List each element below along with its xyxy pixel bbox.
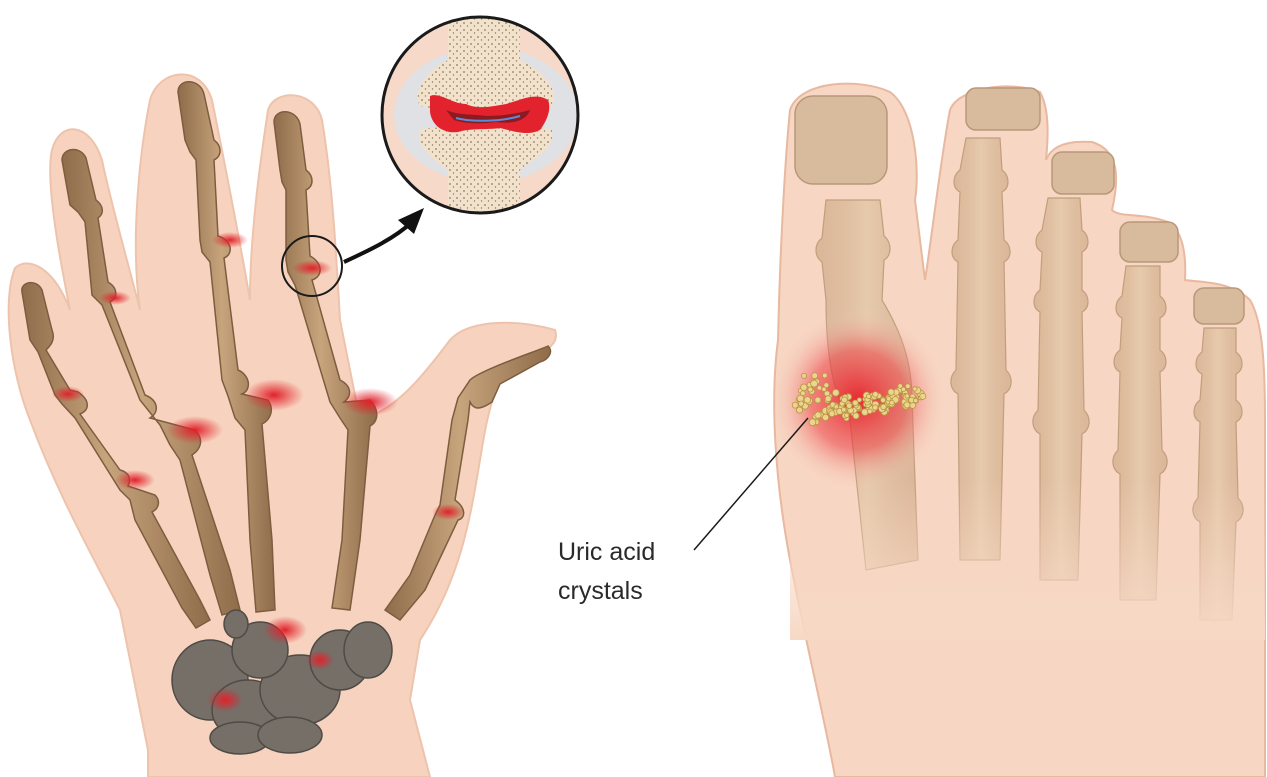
annotation-label: Uric acid crystals: [558, 538, 662, 605]
crystal-granule: [873, 405, 878, 410]
crystal-granule: [853, 413, 859, 419]
crystal-granule: [796, 407, 802, 413]
crystal-granule: [905, 394, 909, 398]
crystal-granule: [873, 392, 879, 398]
crystal-granule: [817, 386, 822, 391]
crystal-granule: [804, 397, 811, 404]
crystal-granule: [890, 400, 895, 405]
crystal-granule: [808, 387, 813, 392]
crystal-granule: [888, 389, 894, 395]
crystal-granule: [881, 404, 887, 410]
crystal-granule: [868, 409, 873, 414]
crystal-granule: [829, 411, 835, 417]
crystal-granule: [812, 373, 818, 379]
annotation-line-2: crystals: [558, 577, 643, 605]
foot-fade: [790, 480, 1265, 640]
crystal-granule: [857, 398, 861, 402]
crystal-granule: [822, 373, 827, 378]
foot-illustration: [694, 84, 1265, 777]
callout-arrow: [344, 222, 412, 262]
crystal-granule: [846, 403, 852, 409]
crystal-granule: [802, 373, 807, 378]
crystal-granule: [815, 412, 821, 418]
crystal-granule: [905, 384, 910, 389]
crystal-granule: [834, 405, 838, 409]
crystal-granule: [799, 401, 804, 406]
crystal-granule: [792, 402, 798, 408]
annotation-line-1: Uric acid: [558, 538, 655, 566]
crystal-granule: [862, 409, 869, 416]
crystal-granule: [815, 397, 821, 403]
crystal-granule: [898, 384, 903, 389]
crystal-granule: [822, 414, 828, 420]
crystal-granule: [913, 398, 917, 402]
crystal-granule: [841, 397, 847, 403]
crystal-granule: [801, 384, 808, 391]
joint-closeup-inset: [380, 10, 580, 220]
crystal-granule: [913, 387, 917, 391]
crystal-granule: [904, 402, 910, 408]
crystal-granule: [811, 380, 818, 387]
crystal-granule: [841, 407, 846, 412]
crystal-granule: [867, 394, 871, 398]
crystal-granule: [825, 396, 831, 402]
crystal-granule: [832, 389, 839, 396]
crystal-granule: [822, 387, 826, 391]
crystal-granule: [845, 413, 849, 417]
crystal-granule: [881, 398, 886, 403]
crystal-granule: [809, 419, 816, 426]
crystal-granule: [920, 393, 926, 399]
